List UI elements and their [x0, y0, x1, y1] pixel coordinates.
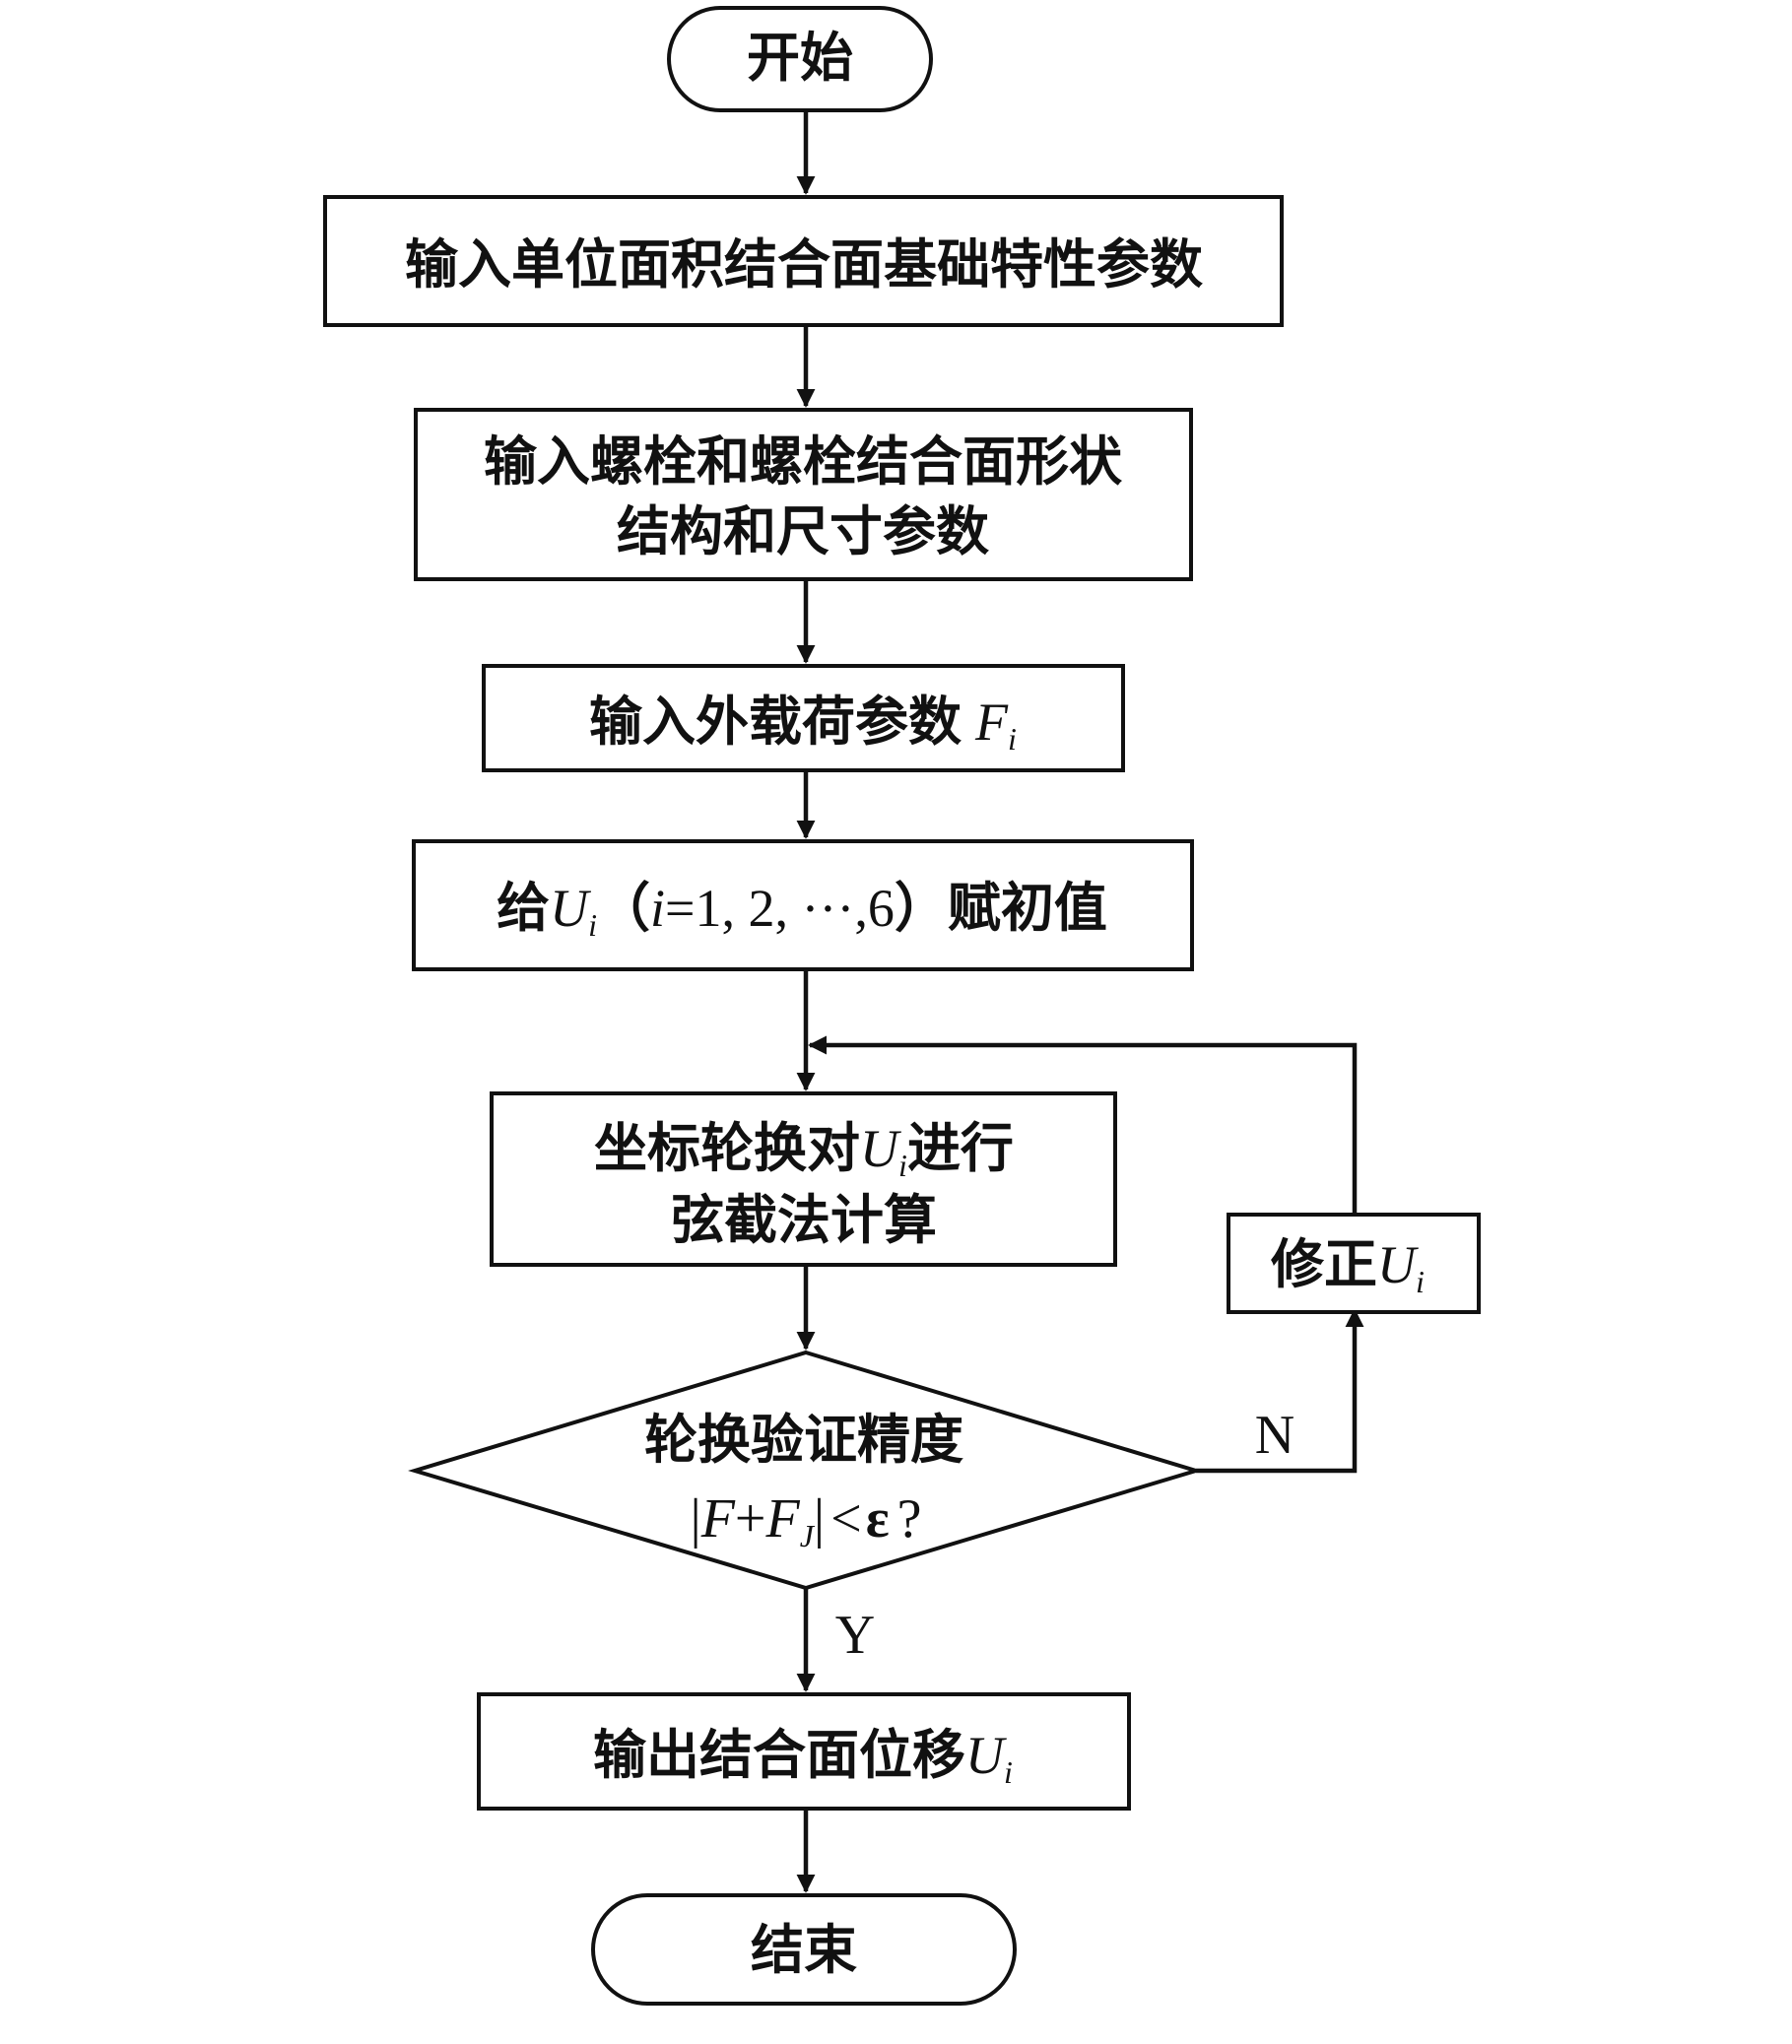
- init-var: U: [550, 879, 591, 938]
- decision-fj-sub: J: [800, 1518, 816, 1553]
- init-paren-close: ）: [895, 876, 948, 939]
- edge-correct-loop-back: [808, 1035, 1358, 1215]
- init-suffix: 赋初值: [948, 876, 1107, 939]
- decision-line1: 轮换验证精度: [644, 1408, 963, 1471]
- output-label: 输出结合面位移Ui: [593, 1723, 1013, 1790]
- init-index: i: [650, 879, 665, 938]
- edge-no-to-correct: [1196, 1308, 1364, 1474]
- decision-bar-left: |: [690, 1488, 700, 1549]
- decision-line2: |F+FJ|<ε?: [690, 1488, 921, 1553]
- input-load-box: [482, 664, 1125, 772]
- correct-u-label: 修正Ui: [1271, 1232, 1425, 1299]
- start-label: 开始: [747, 26, 853, 89]
- correct-var: U: [1377, 1235, 1419, 1294]
- init-u-box: [412, 839, 1194, 971]
- compute-line2: 弦截法计算: [671, 1188, 937, 1251]
- input-base-params-label: 输入单位面积结合面基础特性参数: [405, 232, 1203, 296]
- compute-suffix: 进行: [907, 1116, 1014, 1179]
- init-range: =1, 2, ···,6: [665, 879, 895, 938]
- compute-prefix: 坐标轮换对: [594, 1116, 860, 1179]
- decision-plus: +: [735, 1488, 766, 1549]
- input-load-text: 输入外载荷参数: [589, 690, 962, 753]
- init-u-label: 给Ui（i=1, 2, ···,6）赋初值: [497, 876, 1107, 943]
- compute-sub: i: [898, 1148, 907, 1183]
- no-label: N: [1255, 1405, 1294, 1466]
- input-bolt-params-line1: 输入螺栓和螺栓结合面形状: [484, 429, 1123, 493]
- input-load-sub: i: [1008, 721, 1017, 757]
- decision-q: ?: [897, 1488, 922, 1549]
- compute-var: U: [860, 1119, 901, 1178]
- compute-line1: 坐标轮换对Ui进行: [594, 1116, 1014, 1183]
- init-paren-open: （: [597, 876, 650, 939]
- decision-bar-right: |: [814, 1488, 825, 1549]
- output-sub: i: [1004, 1754, 1013, 1790]
- input-bolt-params-box: [414, 408, 1193, 581]
- end-label: 结束: [751, 1918, 857, 1981]
- decision-lt: <: [830, 1488, 862, 1549]
- output-var: U: [965, 1726, 1007, 1785]
- correct-u-box: [1227, 1213, 1481, 1314]
- output-prefix: 输出结合面位移: [593, 1723, 965, 1786]
- decision-f: F: [700, 1488, 736, 1549]
- decision-eps: ε: [866, 1488, 890, 1549]
- output-box: [477, 1692, 1131, 1811]
- input-bolt-params-line2: 结构和尺寸参数: [617, 499, 989, 562]
- correct-prefix: 修正: [1271, 1232, 1377, 1295]
- input-load-var: F: [974, 692, 1009, 752]
- end-terminator: [591, 1893, 1017, 2006]
- decision-fj: F: [765, 1488, 801, 1549]
- init-sub: i: [588, 907, 597, 943]
- compute-box: [490, 1091, 1117, 1267]
- start-terminator: [667, 6, 933, 112]
- correct-sub: i: [1416, 1264, 1425, 1299]
- yes-label: Y: [835, 1605, 875, 1666]
- init-prefix: 给: [497, 876, 550, 939]
- input-base-params-box: [323, 195, 1284, 327]
